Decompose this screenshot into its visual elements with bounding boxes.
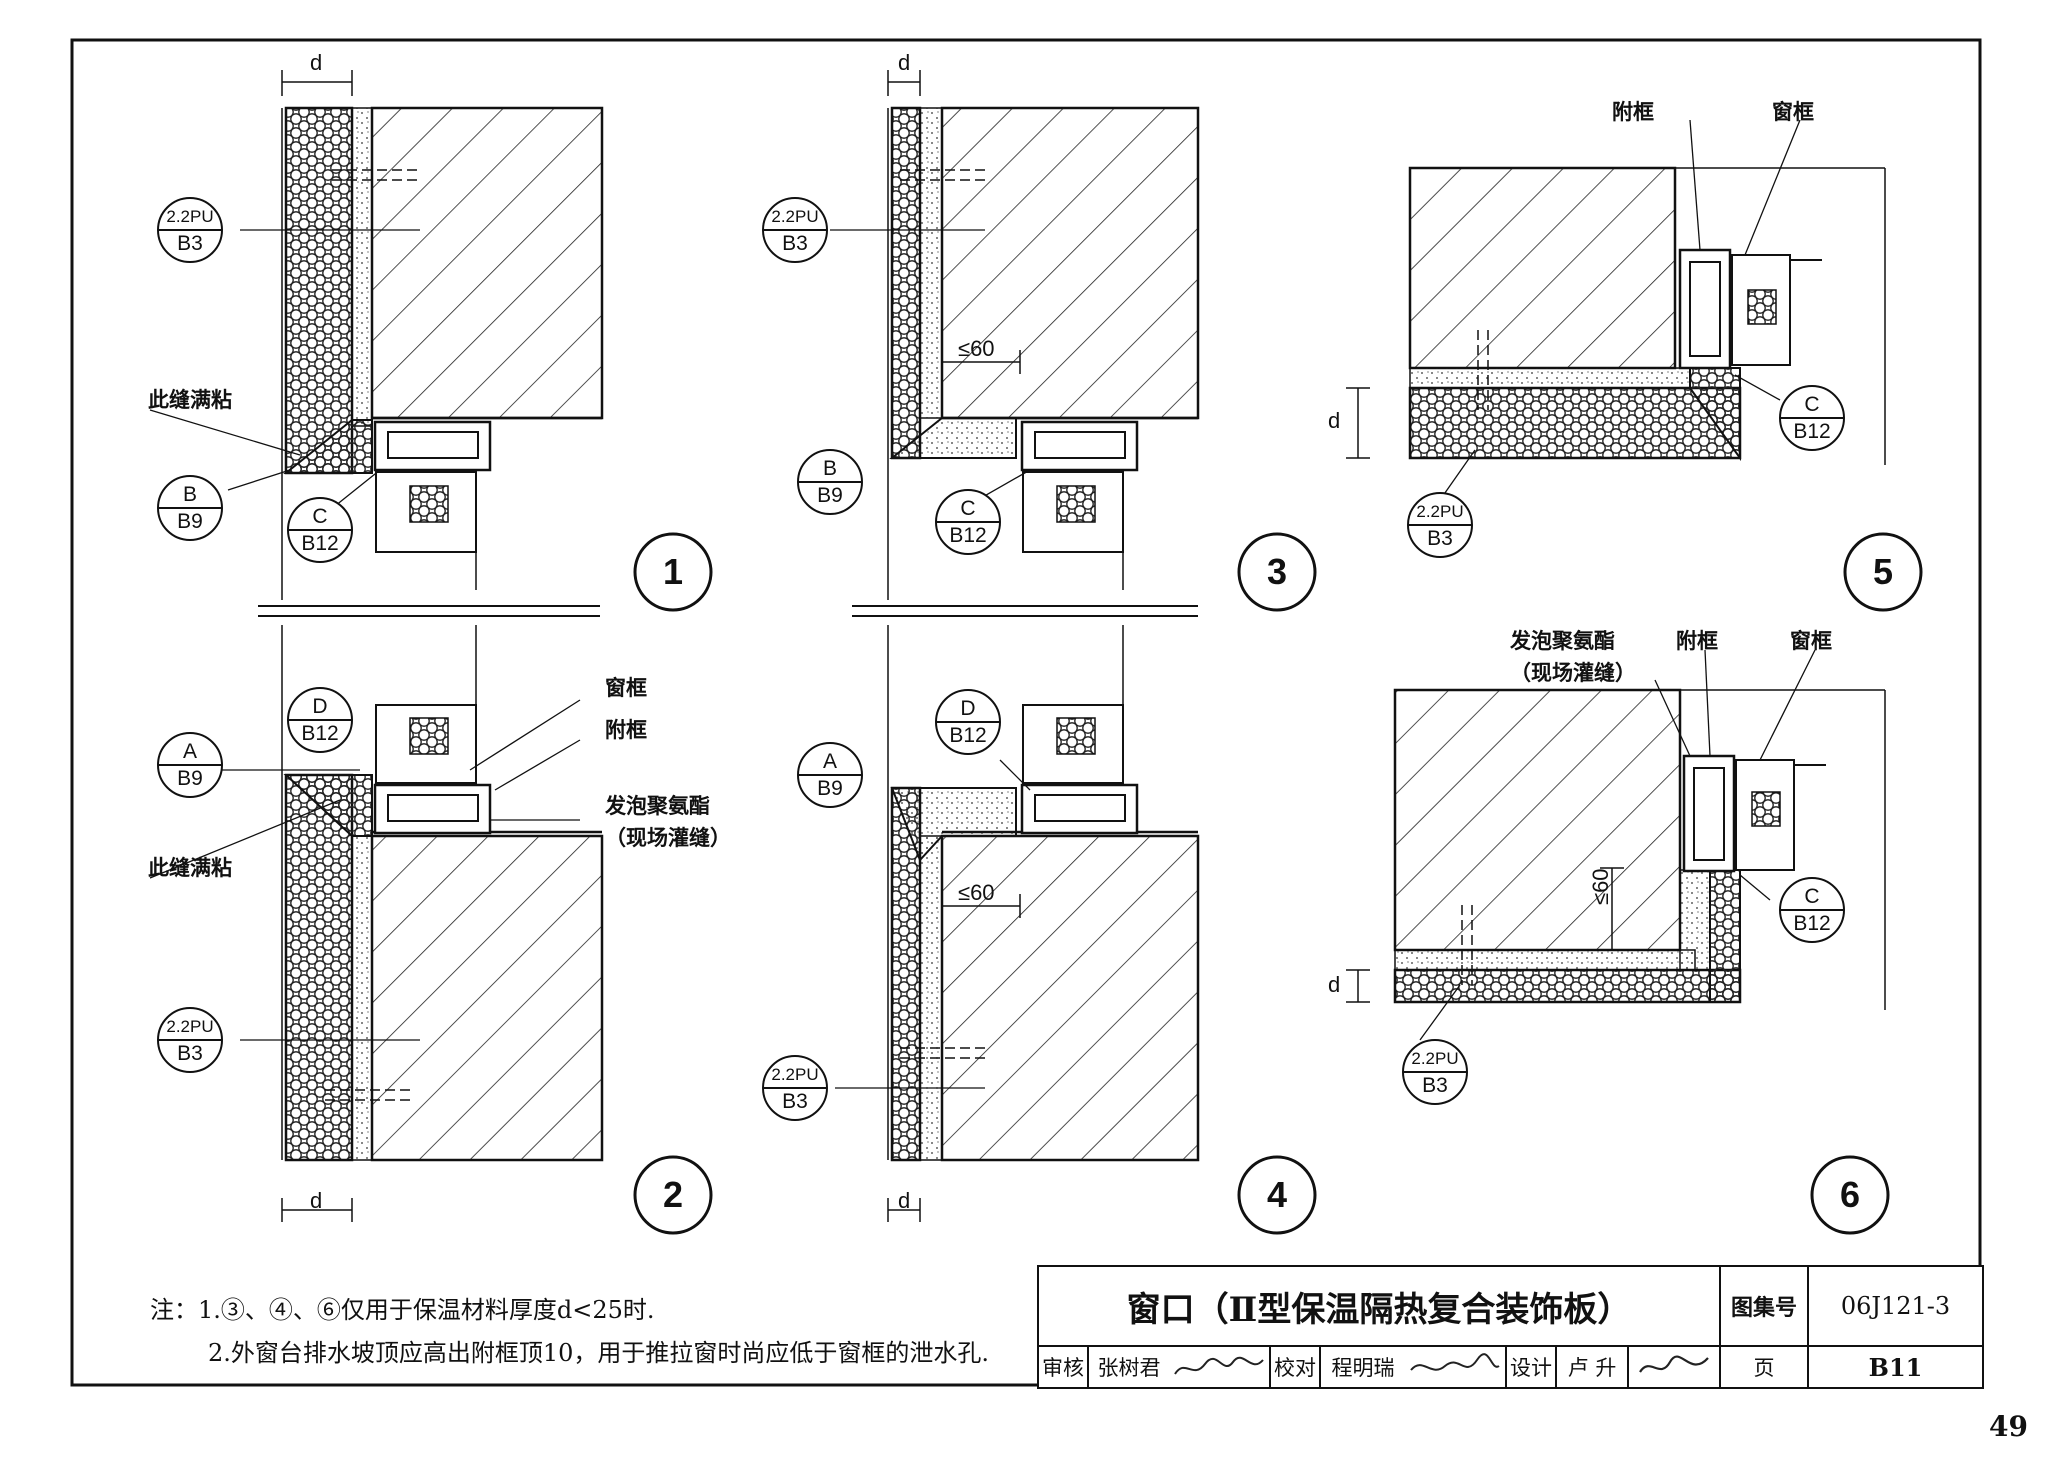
label-sub-frame: 附框 bbox=[1676, 628, 1718, 653]
ref-bubbles bbox=[157, 197, 1845, 1121]
ref-b: B bbox=[822, 457, 837, 480]
ref-2-2pu: 2.2PU bbox=[771, 207, 819, 226]
ref-b3: B3 bbox=[1422, 1074, 1448, 1097]
ref-b12: B12 bbox=[949, 524, 987, 547]
note-refs: ③、④、⑥ bbox=[220, 1296, 341, 1324]
ref-b9: B9 bbox=[817, 484, 843, 507]
ref-b12: B12 bbox=[1793, 912, 1831, 935]
note-line-2: 2.外窗台排水坡顶应高出附框顶10，用于推拉窗时尚应低于窗框的泄水孔. bbox=[208, 1339, 990, 1367]
designer-signature bbox=[1629, 1347, 1721, 1387]
detail-4 bbox=[835, 625, 1200, 1222]
dim-d: d bbox=[1328, 972, 1341, 997]
detail-number-2: 2 bbox=[662, 1174, 684, 1215]
dim-d: d bbox=[310, 50, 323, 75]
review-label: 审核 bbox=[1039, 1347, 1089, 1387]
label-foam-pu: 发泡聚氨酯 bbox=[1510, 628, 1615, 653]
ref-b12: B12 bbox=[301, 722, 339, 745]
dim-d: d bbox=[310, 1188, 323, 1213]
designer-name: 卢 升 bbox=[1557, 1347, 1629, 1387]
label-seam-full-glue: 此缝满粘 bbox=[148, 387, 232, 412]
detail-number-3: 3 bbox=[1266, 551, 1288, 592]
ref-c: C bbox=[1804, 393, 1820, 416]
title-block: 窗口（Ⅱ型保温隔热复合装饰板） 图集号 06J121-3 审核 张树君 校对 程… bbox=[1037, 1265, 1984, 1389]
ref-a: A bbox=[822, 750, 837, 773]
reviewer-name: 张树君 bbox=[1097, 1356, 1161, 1380]
note-prefix: 注：1. bbox=[150, 1296, 221, 1324]
ref-c: C bbox=[960, 497, 976, 520]
ref-c: C bbox=[1804, 885, 1820, 908]
dim-le60: ≤60 bbox=[958, 336, 995, 361]
detail-number-6: 6 bbox=[1839, 1174, 1861, 1215]
ref-b3: B3 bbox=[177, 1042, 203, 1065]
dim-d: d bbox=[898, 1188, 911, 1213]
ref-b9: B9 bbox=[177, 767, 203, 790]
detail-number-1: 1 bbox=[662, 551, 684, 592]
detail-number-circles bbox=[633, 532, 1923, 1235]
detail-2 bbox=[149, 625, 604, 1222]
ref-a: A bbox=[182, 740, 197, 763]
label-seam-full-glue: 此缝满粘 bbox=[148, 855, 232, 880]
ref-b9: B9 bbox=[177, 510, 203, 533]
checker-signature bbox=[1405, 1347, 1507, 1387]
ref-b3: B3 bbox=[177, 232, 203, 255]
label-window-frame: 窗框 bbox=[1790, 628, 1832, 653]
dim-le60: ≤60 bbox=[1588, 868, 1613, 905]
signature-mark bbox=[1174, 1356, 1264, 1375]
ref-2-2pu: 2.2PU bbox=[166, 207, 214, 226]
dim-d: d bbox=[898, 50, 911, 75]
detail-number-4: 4 bbox=[1266, 1174, 1288, 1215]
label-foam-pu: 发泡聚氨酯 bbox=[605, 793, 710, 818]
detail-5 bbox=[1346, 119, 1886, 501]
ref-d: D bbox=[960, 697, 976, 720]
label-site-fill: （现场灌缝） bbox=[1510, 660, 1636, 685]
label-site-fill: （现场灌缝） bbox=[605, 825, 731, 850]
check-label: 校对 bbox=[1271, 1347, 1321, 1387]
design-label: 设计 bbox=[1507, 1347, 1557, 1387]
sheet-border bbox=[70, 38, 1982, 1387]
ref-2-2pu: 2.2PU bbox=[1411, 1049, 1459, 1068]
label-sub-frame: 附框 bbox=[605, 717, 647, 742]
dim-d: d bbox=[1328, 408, 1341, 433]
signature-mark bbox=[1639, 1355, 1709, 1373]
label-window-frame: 窗框 bbox=[605, 675, 647, 700]
ref-2-2pu: 2.2PU bbox=[1416, 502, 1464, 521]
label-window-frame: 窗框 bbox=[1772, 99, 1814, 124]
ref-b12: B12 bbox=[1793, 420, 1831, 443]
page-number: 49 bbox=[1989, 1410, 2028, 1443]
ref-b: B bbox=[182, 483, 197, 506]
detail-1 bbox=[149, 70, 604, 617]
page-value: B11 bbox=[1868, 1352, 1923, 1382]
ref-b3: B3 bbox=[1427, 527, 1453, 550]
signature-mark bbox=[1410, 1353, 1500, 1371]
note-text-1: 仅用于保温材料厚度d<25时. bbox=[340, 1296, 655, 1324]
page-label: 页 bbox=[1721, 1347, 1809, 1387]
atlas-label: 图集号 bbox=[1721, 1267, 1809, 1347]
atlas-number: 06J121-3 bbox=[1809, 1267, 1982, 1347]
note-line-1: 注：1.③、④、⑥仅用于保温材料厚度d<25时. bbox=[150, 1290, 655, 1325]
detail-3 bbox=[830, 70, 1200, 617]
label-sub-frame: 附框 bbox=[1612, 99, 1654, 124]
detail-number-5: 5 bbox=[1872, 551, 1894, 592]
ref-d: D bbox=[312, 695, 328, 718]
ref-2-2pu: 2.2PU bbox=[771, 1065, 819, 1084]
ref-2-2pu: 2.2PU bbox=[166, 1017, 214, 1036]
checker-name: 程明瑞 bbox=[1331, 1356, 1395, 1380]
ref-b12: B12 bbox=[949, 724, 987, 747]
drawing-title: 窗口（Ⅱ型保温隔热复合装饰板） bbox=[1039, 1267, 1721, 1347]
ref-b3: B3 bbox=[782, 1090, 808, 1113]
ref-b3: B3 bbox=[782, 232, 808, 255]
dim-le60: ≤60 bbox=[958, 880, 995, 905]
ref-b9: B9 bbox=[817, 777, 843, 800]
ref-c: C bbox=[312, 505, 328, 528]
detail-6 bbox=[1346, 649, 1886, 1041]
ref-b12: B12 bbox=[301, 532, 339, 555]
reviewer-signature bbox=[1169, 1347, 1271, 1387]
